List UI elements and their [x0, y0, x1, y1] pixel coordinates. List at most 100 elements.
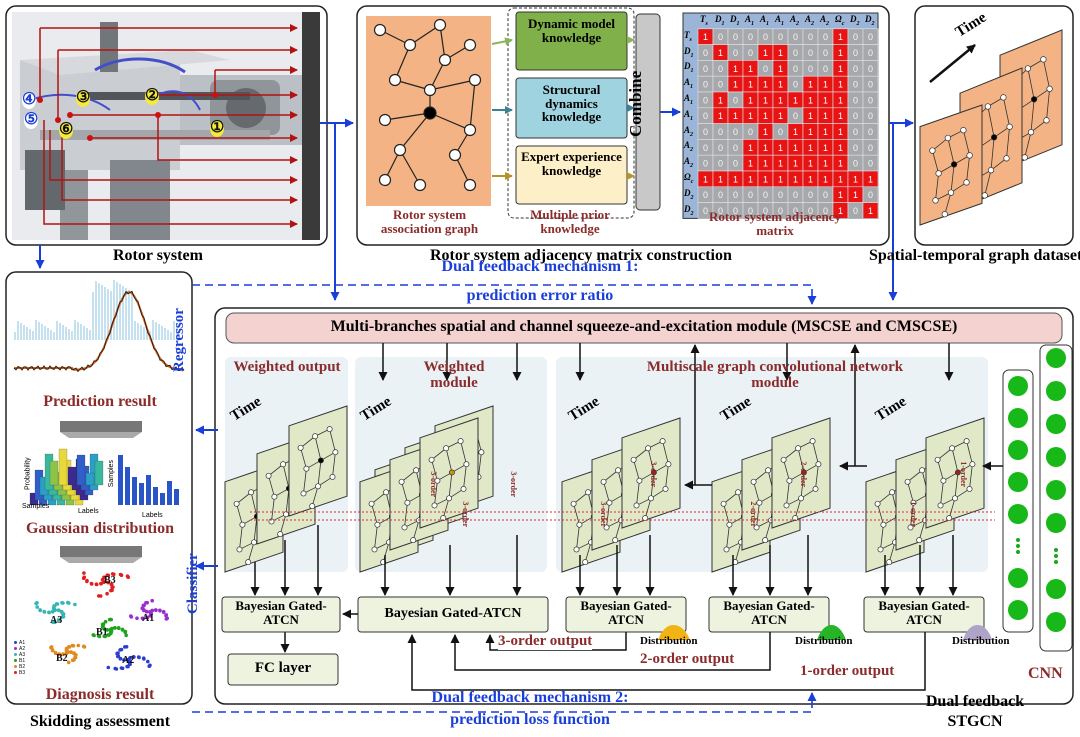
cnn-neuron — [1046, 513, 1066, 533]
sheet-node — [332, 449, 339, 456]
gauss-bar — [58, 448, 68, 486]
scatter-point — [61, 612, 66, 616]
scatter-point — [105, 628, 109, 632]
gauss-axis-probability: Probability — [24, 457, 32, 491]
scatter-point — [61, 652, 66, 657]
pred-bar — [137, 323, 139, 340]
pred-bar — [77, 322, 79, 340]
matrix-cell-value: 0 — [823, 64, 828, 74]
pred-bar — [68, 329, 70, 340]
matrix-cell-value: 0 — [853, 111, 858, 121]
sheet-edge — [966, 441, 973, 465]
pred-bar — [146, 329, 148, 340]
matrix-cell-value: 0 — [853, 64, 858, 74]
cnn-neuron — [1008, 568, 1028, 588]
sheet-node — [317, 457, 324, 464]
rotor-point-5: ⑤ — [24, 111, 39, 129]
sheet-node — [952, 495, 958, 502]
sheet-node — [880, 521, 887, 528]
scatter-point — [89, 582, 94, 586]
module-title: Multi-branches spatial and channel squee… — [330, 318, 958, 335]
multiscale-module-label: Multiscale graph convolutional network m… — [646, 359, 904, 391]
pred-bar — [113, 280, 115, 340]
sheet-edge — [877, 491, 893, 505]
scatter-point — [129, 615, 134, 619]
matrix-cell-value: 1 — [748, 80, 753, 90]
matrix-row-header: A1 — [684, 93, 694, 106]
cnn-neuron — [1046, 480, 1066, 500]
scatter-point — [114, 667, 119, 671]
matrix-cell-value: 0 — [853, 159, 858, 169]
skidding-caption: Skidding assessment — [29, 713, 171, 730]
matrix-cell-value: 0 — [748, 48, 753, 58]
scatter-point — [52, 604, 56, 608]
sheet-edge — [812, 441, 819, 465]
sheet-edge — [279, 514, 287, 535]
pred-bar — [122, 286, 124, 340]
sheet-edge — [431, 447, 447, 461]
sheet-node — [434, 477, 441, 484]
sheet-node — [1006, 123, 1013, 130]
sheet-edge — [907, 481, 914, 503]
sheet-node — [1024, 65, 1032, 72]
scatter-point — [47, 610, 51, 615]
sheet-node — [457, 438, 464, 445]
sheet-node — [786, 477, 793, 484]
rotor-system-panel — [5, 5, 328, 246]
distribution-label-3: Distribution — [952, 635, 1010, 647]
matrix-cell-value: 0 — [823, 206, 828, 216]
dataset-panel — [914, 5, 1074, 246]
sheet-edge — [374, 524, 378, 550]
sheet-node — [726, 521, 733, 528]
legend-swatch — [14, 665, 17, 668]
matrix-cell-value: 0 — [808, 64, 813, 74]
matrix-cell-value: 1 — [718, 174, 723, 184]
sheet-node — [795, 445, 802, 452]
sheet-node — [374, 521, 381, 528]
pred-bar — [80, 324, 82, 340]
matrix-cell-value: 0 — [793, 190, 798, 200]
pred-bar — [92, 292, 94, 340]
sheet-edge — [401, 481, 408, 503]
sheet-node — [981, 192, 988, 199]
pred-bar — [155, 322, 157, 340]
sheet-edge — [723, 491, 739, 505]
sheet-node — [371, 546, 378, 553]
matrix-row-header: D2 — [684, 203, 694, 217]
matrix-col-header: A1 — [760, 14, 770, 27]
cnn-neuron — [1008, 408, 1028, 428]
sheet-node — [720, 500, 727, 507]
scatter-point — [92, 633, 96, 638]
sheet-edge — [371, 491, 387, 505]
sheet-edge — [963, 130, 970, 156]
matrix-cell-value: 0 — [718, 143, 723, 153]
matrix-cell-value: 1 — [793, 95, 798, 105]
matrix-cell-value: 0 — [748, 190, 753, 200]
matrix-cell-value: 1 — [763, 48, 768, 58]
matrix-cell-value: 1 — [748, 111, 753, 121]
sheet-node — [446, 495, 452, 502]
pred-bar — [32, 331, 34, 340]
scatter-point — [122, 658, 126, 662]
matrix-col-header: A1 — [775, 14, 785, 27]
sheet-node — [271, 493, 278, 500]
sheet-edge — [603, 469, 619, 483]
sheet-edge — [412, 520, 420, 541]
sheet-edge — [937, 447, 953, 461]
sheet-node — [949, 445, 956, 452]
graph-node — [373, 23, 387, 37]
sheet-node — [265, 472, 272, 479]
hist-axis-samples: Samples — [107, 460, 115, 488]
scatter-point — [165, 616, 169, 620]
sheet-node — [929, 147, 936, 154]
matrix-cell-value: 0 — [853, 206, 858, 216]
pred-bar — [110, 291, 112, 340]
matrix-col-header: D2 — [865, 14, 875, 27]
matrix-cell-value: 1 — [733, 174, 738, 184]
pred-bar — [152, 320, 154, 340]
pred-bar — [104, 287, 106, 340]
scatter-point — [69, 650, 73, 654]
scatter-point — [105, 573, 110, 577]
matrix-cell-value: 0 — [733, 48, 738, 58]
matrix-cell-value: 0 — [718, 159, 723, 169]
